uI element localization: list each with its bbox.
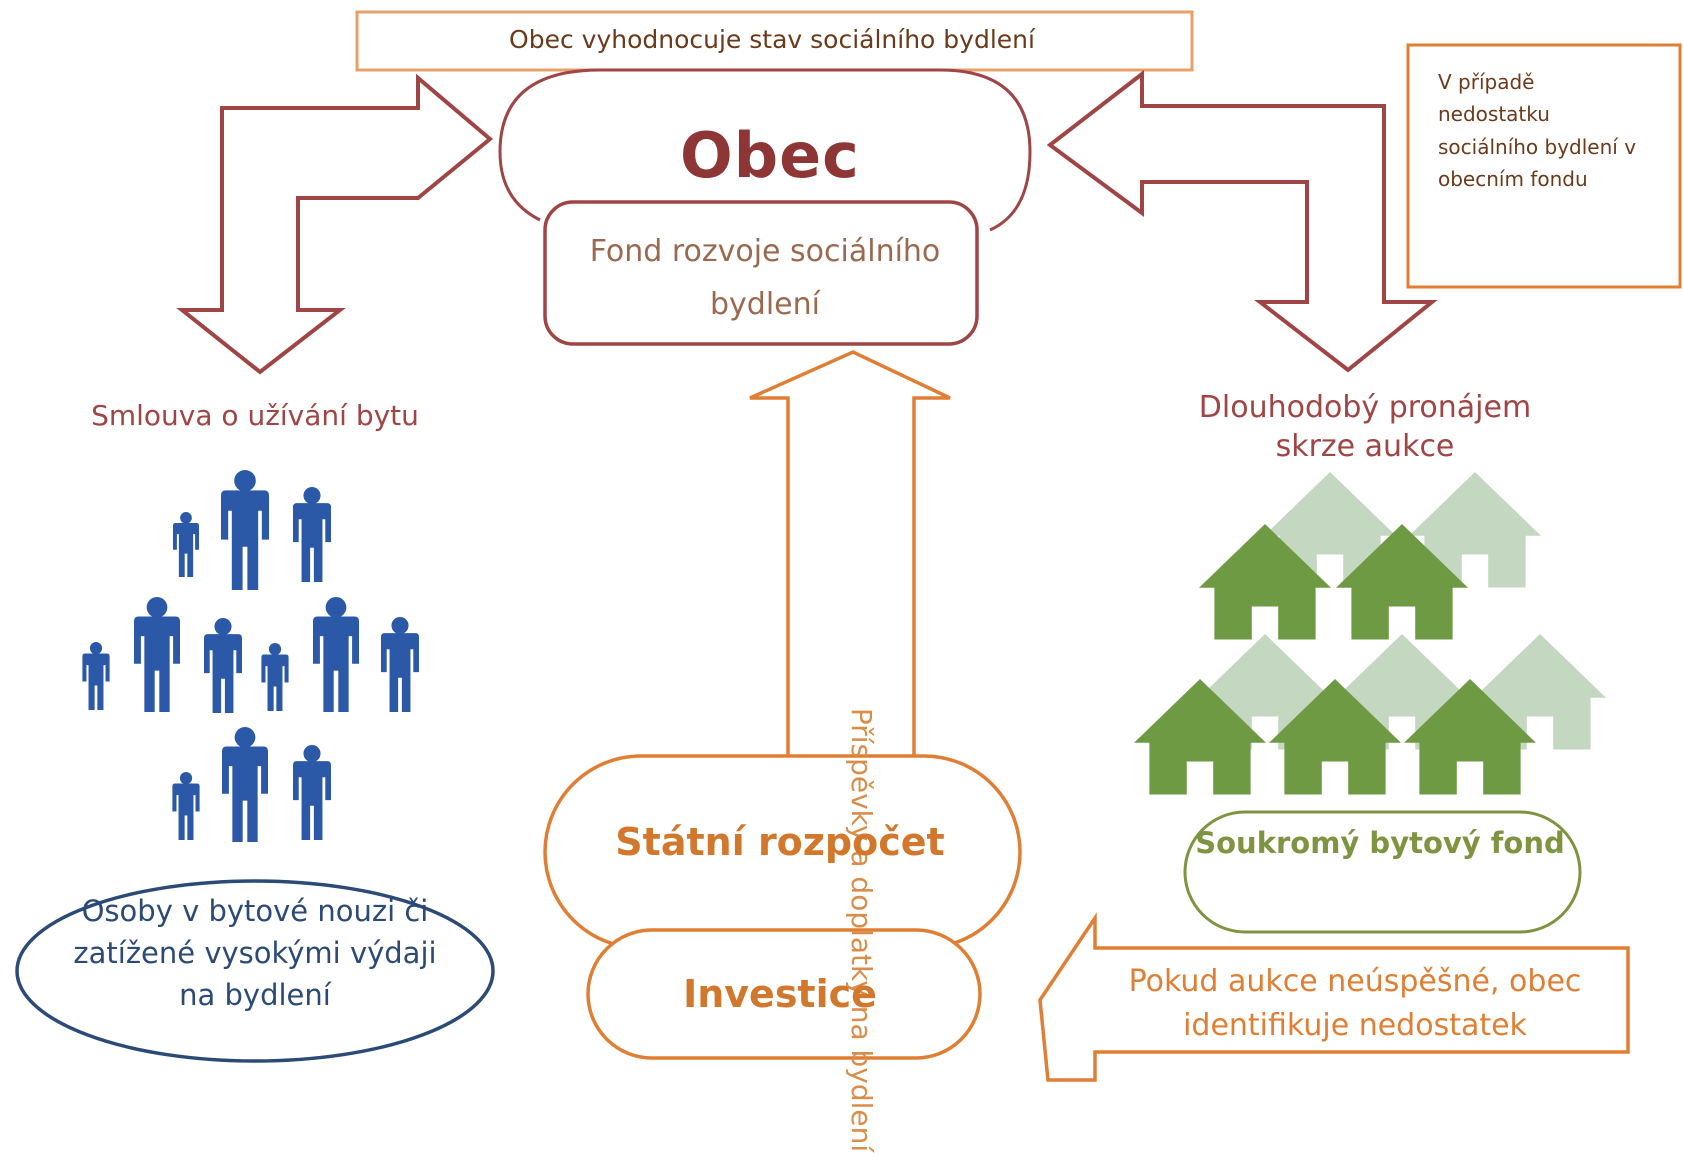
left-l-arrow	[176, 73, 494, 375]
shortage-note: V případě nedostatku sociálního bydlení …	[1438, 70, 1637, 192]
auction-fail-label: Pokud aukce neúspěšné, obec identifikuje…	[1128, 964, 1582, 1043]
top-banner-box	[355, 10, 1194, 72]
private-fund-shape	[1183, 810, 1582, 934]
diagram-canvas: Obec vyhodnocuje stav sociálního bydlení…	[15, 10, 1682, 1152]
people-icon	[82, 470, 419, 842]
auction-fail-arrow	[1038, 912, 1630, 1082]
fund-label: Fond rozvoje sociálního bydlení	[589, 234, 941, 322]
shortage-note-box	[1406, 43, 1682, 289]
persons-label: Osoby v bytové nouzi či zatížené vysokým…	[73, 894, 437, 1013]
top-banner-text: Obec vyhodnocuje stav sociálního bydlení	[509, 25, 1035, 54]
obec-cloud	[498, 68, 1032, 232]
contract-label: Smlouva o užívání bytu	[91, 399, 419, 432]
obec-title: Obec	[680, 119, 860, 192]
right-l-arrow	[1046, 69, 1438, 373]
lease-label: Dlouhodobý pronájem skrze aukce	[1198, 390, 1532, 464]
state-budget-label: Státní rozpočet	[615, 820, 945, 864]
investice-label: Investice	[683, 972, 877, 1016]
private-fund-label: Soukromý bytový fond	[1195, 826, 1565, 860]
fund-box	[543, 200, 979, 346]
house-icon	[1134, 472, 1606, 795]
contributions-label: Příspěvky a doplatky na bydlení	[845, 707, 878, 1153]
persons-ellipse	[15, 879, 495, 1063]
diagram-graphics	[15, 10, 1682, 1082]
investice-shape	[586, 928, 982, 1060]
center-up-arrow	[749, 350, 951, 765]
